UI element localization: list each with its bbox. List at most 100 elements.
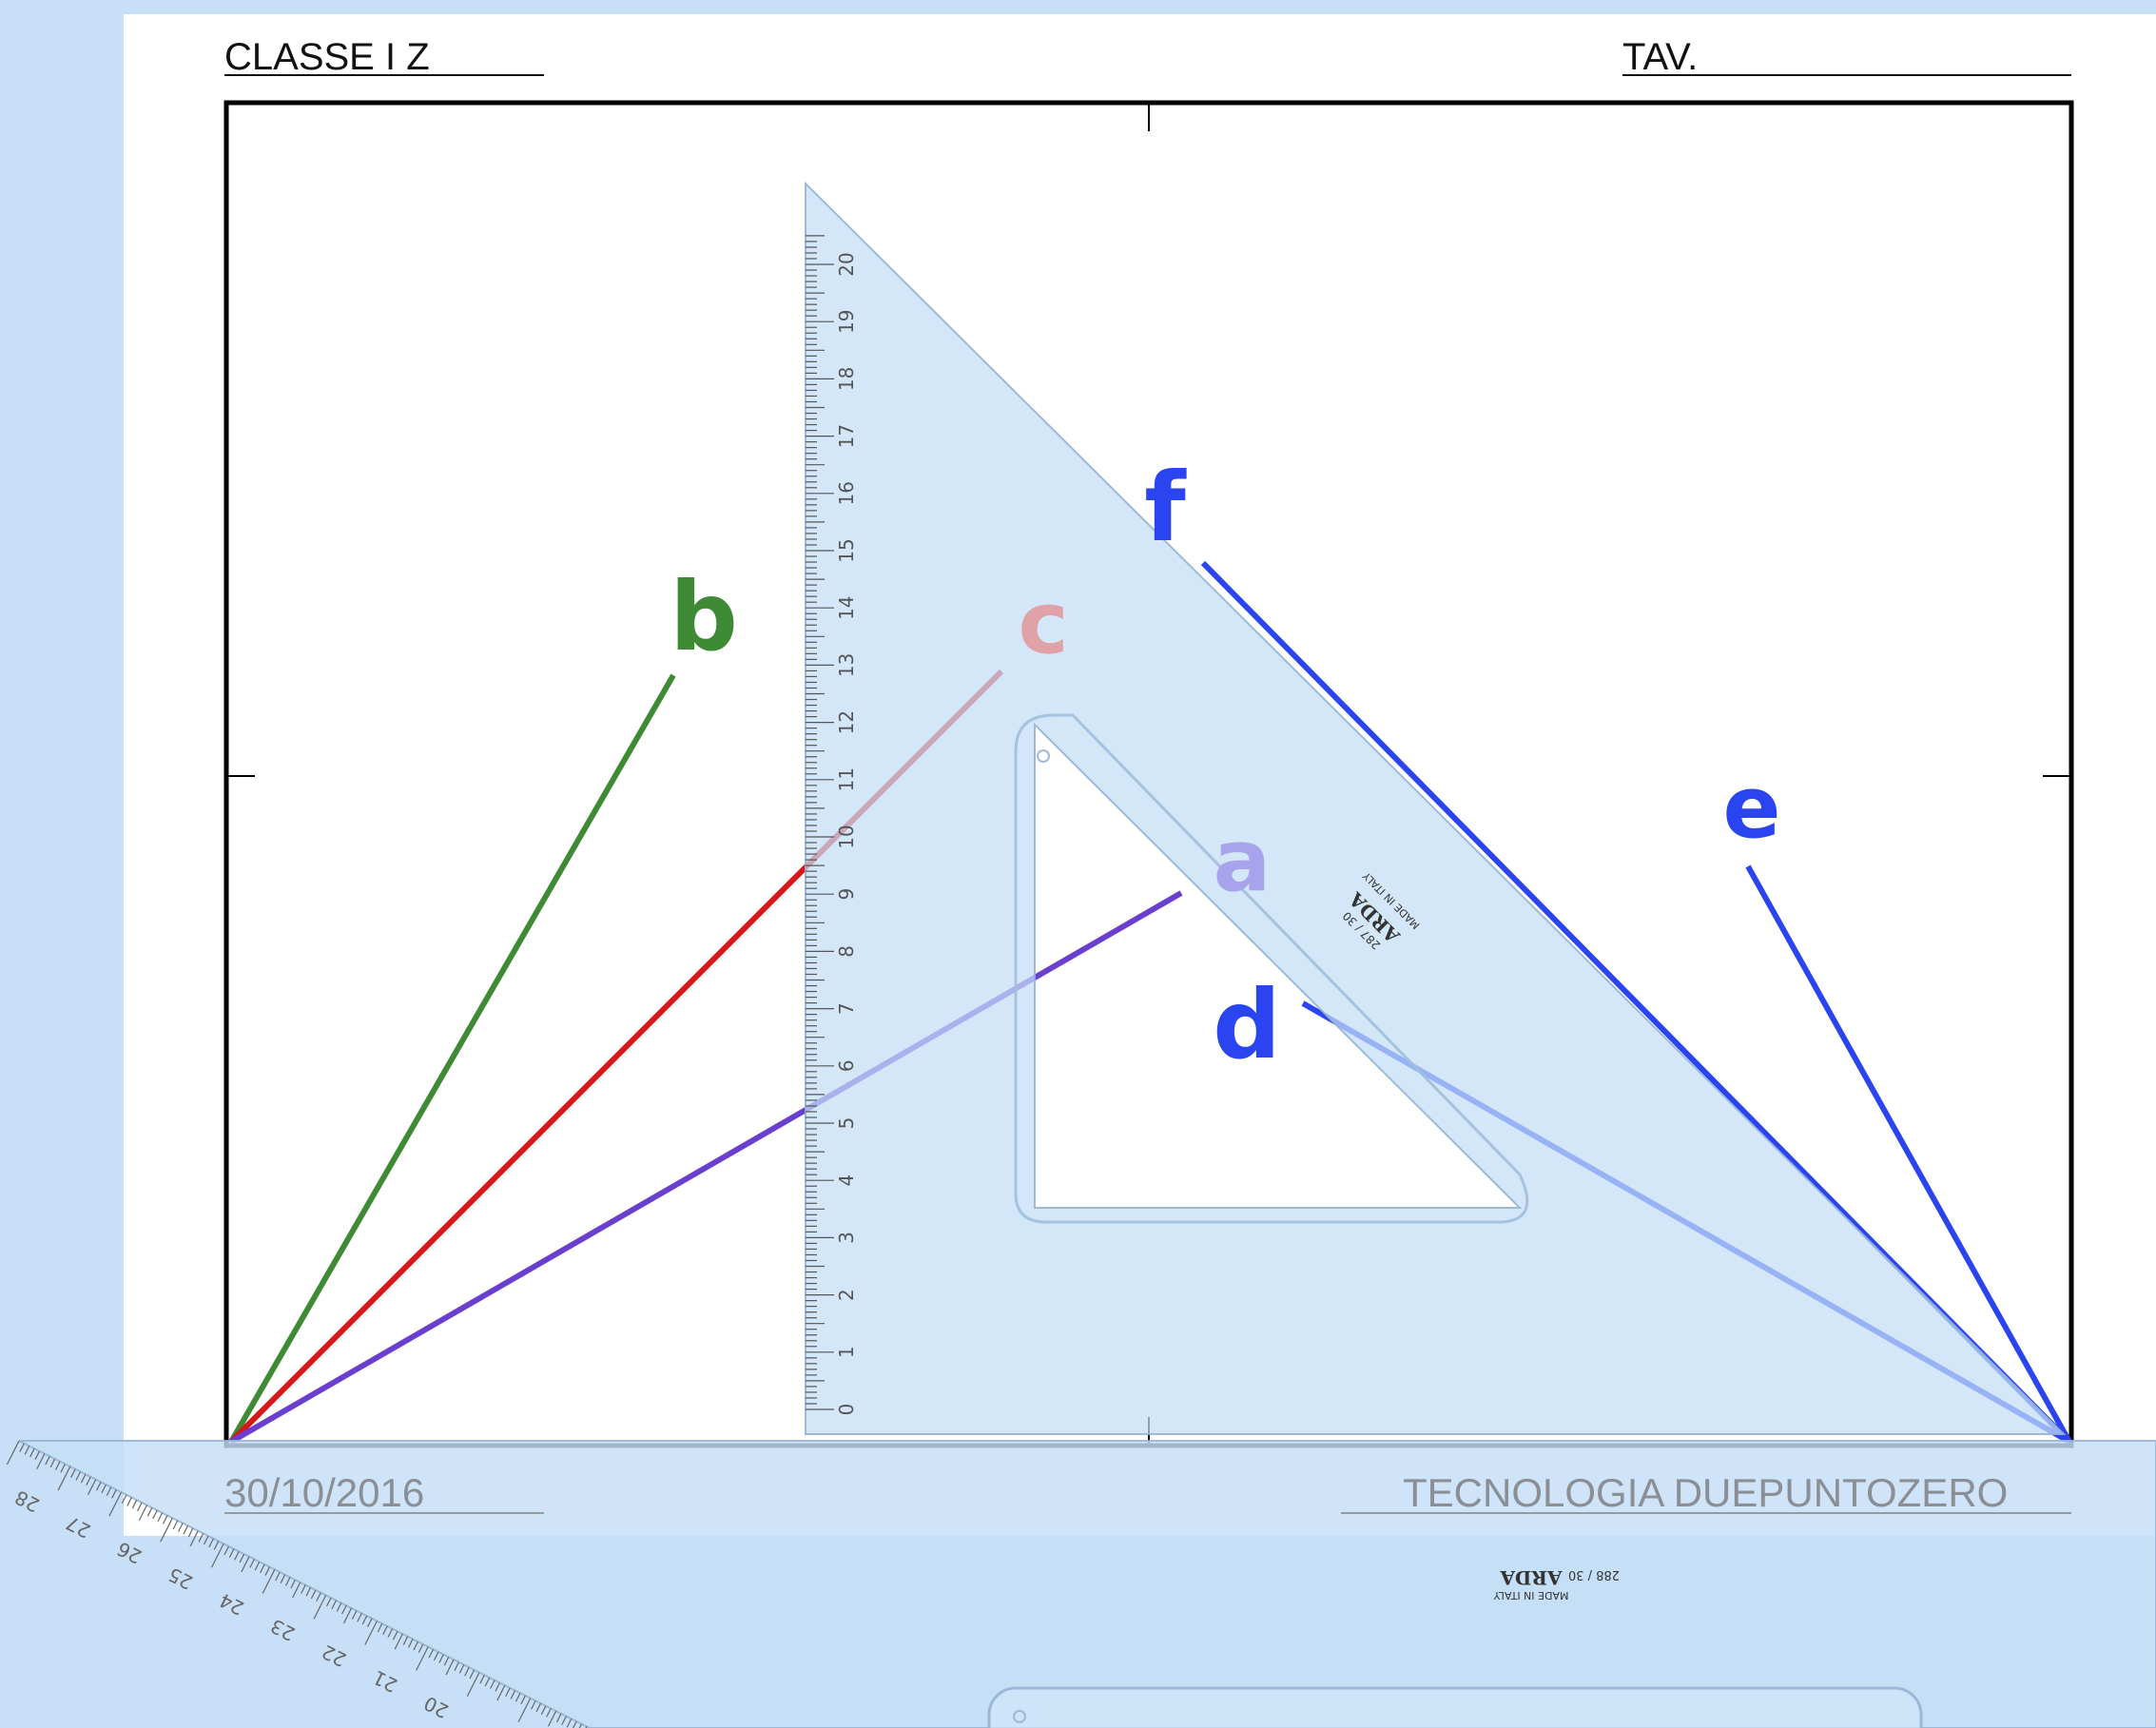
ruler-45-tick (19, 1443, 25, 1452)
tav-label: TAV. (1622, 36, 1699, 78)
ruler-45-tick (60, 1464, 66, 1473)
ruler-45-number: 28 (11, 1485, 44, 1517)
ruler-45-tick (416, 1646, 429, 1671)
ruler-45-tick (162, 1515, 168, 1524)
ruler-45-tick (36, 1453, 46, 1469)
ruler-45-tick (208, 1538, 214, 1548)
ruler-45-tick (24, 1446, 30, 1455)
ruler-45-tick (254, 1561, 261, 1571)
ruler-45-tick (213, 1541, 220, 1550)
ruler-45-tick (126, 1497, 132, 1506)
ruler-45-tick (198, 1533, 204, 1543)
ruler-45-tick (146, 1507, 153, 1517)
ruler-45-tick (264, 1566, 271, 1576)
ray-label-f: f (1144, 452, 1187, 563)
ruler-45-tick (106, 1486, 112, 1496)
class-label: CLASSE I Z (224, 36, 430, 78)
ruler-45-tick (394, 1633, 403, 1650)
ruler-45-tick (458, 1664, 465, 1674)
ruler-45-tick (561, 1716, 567, 1725)
ruler-45-number: 23 (267, 1614, 300, 1645)
ruler-45-number: 20 (420, 1692, 453, 1723)
ruler-45-tick (137, 1502, 143, 1512)
ruler-45-tick (382, 1625, 388, 1636)
ruler-45-tick (203, 1535, 209, 1545)
ruler-45-number: 24 (216, 1588, 248, 1620)
ray-label-a: a (1214, 811, 1272, 911)
ruler-45-tick (138, 1505, 147, 1522)
ruler-45-tick (515, 1692, 521, 1702)
set-square-45-brand: ARDA (1500, 1566, 1563, 1589)
tav-label-underline (1622, 74, 2071, 76)
ray-b (228, 673, 676, 1444)
ruler-number: 5 (835, 1117, 858, 1130)
ruler-number: 9 (835, 888, 858, 901)
ruler-45-tick (152, 1509, 158, 1520)
ruler-45-tick (484, 1677, 491, 1687)
ruler-45-tick (54, 1461, 61, 1470)
ruler-45-tick (101, 1484, 107, 1494)
ruler-45-tick (131, 1499, 138, 1509)
ruler-45-tick (490, 1679, 495, 1689)
ruler-45-tick (172, 1520, 179, 1530)
ruler-45-tick (572, 1720, 577, 1728)
ruler-45-number: 25 (165, 1563, 197, 1594)
set-square-45-hole (987, 1686, 1923, 1728)
ruler-45-tick (361, 1615, 368, 1625)
ruler-number: 1 (835, 1346, 858, 1358)
ruler-45-tick (305, 1587, 312, 1597)
ruler-number: 13 (835, 653, 858, 677)
ruler-45-number: 26 (113, 1537, 146, 1568)
ruler-number: 2 (835, 1289, 858, 1301)
ruler-45-tick (510, 1690, 516, 1699)
ruler-45-tick (364, 1621, 378, 1645)
ruler-45-number: 21 (369, 1666, 401, 1698)
ruler-45-tick (464, 1666, 470, 1677)
ruler-45-tick (160, 1517, 173, 1543)
ruler-number: 16 (835, 481, 858, 505)
ray-label-d: d (1213, 969, 1281, 1080)
ruler-number: 18 (835, 367, 858, 391)
set-square-pin-hole (1037, 749, 1050, 763)
ruler-45-tick (45, 1455, 50, 1466)
ruler-45-tick (547, 1710, 557, 1727)
ruler-45-tick (331, 1600, 337, 1610)
ruler-number: 4 (835, 1175, 858, 1187)
ruler-45-tick (336, 1602, 342, 1612)
ruler-45-tick (57, 1466, 71, 1491)
ruler-45-tick (49, 1458, 56, 1468)
ruler-45-tick (520, 1695, 526, 1705)
ruler-45-tick (6, 1440, 20, 1466)
ruler-45-tick (351, 1610, 358, 1620)
set-square-45-model: 288 / 30 (1568, 1567, 1620, 1582)
ruler-45-tick (121, 1494, 127, 1505)
ruler-45-tick (234, 1551, 240, 1561)
ruler-number: 8 (835, 945, 858, 958)
ruler-45-tick (96, 1482, 102, 1491)
ruler-45-tick (292, 1582, 301, 1599)
footer-brand: TECNOLOGIA DUEPUNTOZERO (1403, 1470, 2009, 1515)
set-square-45-origin: MADE IN ITALY (1493, 1589, 1568, 1602)
ruler-45-tick (408, 1639, 414, 1648)
ruler-scale (806, 235, 834, 1410)
ruler-45-tick (262, 1569, 276, 1594)
ruler-45-tick (366, 1618, 373, 1627)
footer-brand-underline (1341, 1512, 2071, 1514)
ruler-45-tick (413, 1641, 418, 1651)
ruler-45-tick (443, 1657, 450, 1666)
ruler-45-tick (402, 1636, 409, 1645)
ruler-45-tick (531, 1700, 536, 1710)
ruler-45-tick (210, 1543, 224, 1568)
ruler-45-tick (86, 1476, 91, 1486)
ruler-45-tick (387, 1628, 394, 1638)
ruler-45-tick (445, 1659, 455, 1676)
ruler-number: 6 (835, 1059, 858, 1072)
ruler-45-tick (479, 1675, 485, 1684)
ruler-number: 19 (835, 309, 858, 333)
set-square-45-imprint: ARDA 288 / 30 MADE IN ITALY (1493, 1566, 1620, 1602)
ruler-45-tick (34, 1450, 41, 1461)
ruler-45-tick (342, 1607, 353, 1624)
ray-e (1745, 864, 2072, 1444)
ruler-45-tick (183, 1525, 188, 1535)
